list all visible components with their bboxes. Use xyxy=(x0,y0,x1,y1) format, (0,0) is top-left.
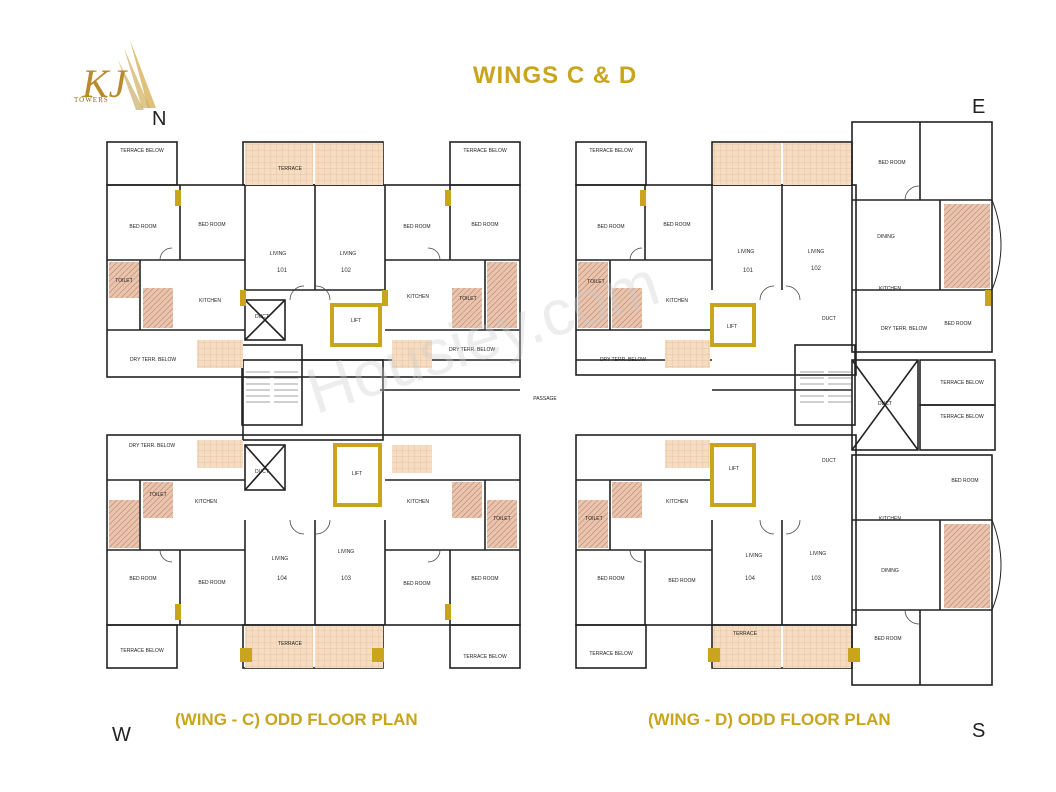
label: DRY TERR. BELOW xyxy=(600,357,646,363)
label: TOILET xyxy=(115,278,132,284)
label: LIFT xyxy=(351,318,361,324)
label: BED ROOM xyxy=(471,576,498,582)
logo-tower-graphic xyxy=(118,40,156,110)
logo-tagline: TOWERS xyxy=(74,96,109,104)
label: LIFT xyxy=(729,466,739,472)
label: KITCHEN xyxy=(666,499,688,505)
label: KITCHEN xyxy=(407,499,429,505)
label: TERRACE BELOW xyxy=(463,148,507,154)
logo-brand: KJ xyxy=(82,61,127,106)
label: DRY TERR. BELOW xyxy=(130,357,176,363)
label: LIVING xyxy=(808,249,825,255)
wing-d-caption: (WING - D) ODD FLOOR PLAN xyxy=(648,710,891,729)
label: DUCT xyxy=(822,458,836,464)
terrace-tiles xyxy=(197,143,851,668)
label: 102 xyxy=(811,266,822,272)
label: LIVING xyxy=(746,553,763,559)
gold-columns xyxy=(175,190,991,662)
label: KITCHEN xyxy=(666,298,688,304)
label: BED ROOM xyxy=(403,581,430,587)
wing-d-labels: TERRACE BELOW BED ROOM BED ROOM LIVING 1… xyxy=(585,148,984,657)
label: DINING xyxy=(877,234,895,240)
label: BED ROOM xyxy=(471,222,498,228)
label: TOILET xyxy=(459,296,476,302)
wing-c-caption: (WING - C) ODD FLOOR PLAN xyxy=(175,710,418,729)
label: TERRACE BELOW xyxy=(589,651,633,657)
toilet-hatching xyxy=(109,204,990,608)
label: DUCT xyxy=(255,314,269,320)
compass-south: S xyxy=(972,720,986,742)
label: TERRACE BELOW xyxy=(589,148,633,154)
label: 104 xyxy=(277,576,288,582)
label: BED ROOM xyxy=(668,578,695,584)
label: BED ROOM xyxy=(198,222,225,228)
label: LIFT xyxy=(352,471,362,477)
label: LIVING xyxy=(738,249,755,255)
compass-east: E xyxy=(972,96,986,118)
wing-d-walls xyxy=(575,121,996,686)
label: LIVING xyxy=(270,251,287,257)
label: TERRACE xyxy=(278,641,303,647)
label: KITCHEN xyxy=(199,298,221,304)
label: BED ROOM xyxy=(944,321,971,327)
label: TERRACE BELOW xyxy=(940,380,984,386)
label: DRY TERR. BELOW xyxy=(881,326,927,332)
label: 103 xyxy=(341,576,352,582)
door-swings xyxy=(159,185,920,625)
label: BED ROOM xyxy=(874,636,901,642)
label: 101 xyxy=(277,268,288,274)
staircases xyxy=(246,371,852,403)
label: BED ROOM xyxy=(878,160,905,166)
page-title: WINGS C & D xyxy=(472,62,638,89)
label: TERRACE BELOW xyxy=(940,414,984,420)
label: 101 xyxy=(743,268,754,274)
label: DINING xyxy=(881,568,899,574)
label: DUCT xyxy=(255,469,269,475)
label: BED ROOM xyxy=(951,478,978,484)
label: TERRACE xyxy=(733,631,758,637)
label: TOILET xyxy=(585,516,602,522)
label: DRY TERR. BELOW xyxy=(449,347,495,353)
kj-towers-logo: KJ TOWERS xyxy=(60,30,170,120)
label: TOILET xyxy=(149,492,166,498)
label: PASSAGE xyxy=(533,396,557,402)
label: LIVING xyxy=(272,556,289,562)
label: TOILET xyxy=(493,516,510,522)
label: LIVING xyxy=(810,551,827,557)
label: BED ROOM xyxy=(129,576,156,582)
wing-c-labels: TERRACE BELOW TERRACE BELOW BED ROOM BED… xyxy=(115,148,557,660)
label: TERRACE xyxy=(278,166,303,172)
compass-north: N xyxy=(152,108,167,130)
label: TERRACE BELOW xyxy=(463,654,507,660)
label: KITCHEN xyxy=(879,286,901,292)
label: BED ROOM xyxy=(597,576,624,582)
wing-d-curved-balconies xyxy=(991,199,1002,611)
label: BED ROOM xyxy=(403,224,430,230)
label: DUCT xyxy=(878,401,892,407)
lift-shafts xyxy=(330,303,756,507)
label: 102 xyxy=(341,268,352,274)
label: LIFT xyxy=(727,324,737,330)
label: LIVING xyxy=(340,251,357,257)
label: BED ROOM xyxy=(198,580,225,586)
compass-west: W xyxy=(112,724,131,746)
label: KITCHEN xyxy=(195,499,217,505)
label: DRY TERR. BELOW xyxy=(129,443,175,449)
label: BED ROOM xyxy=(129,224,156,230)
label: TOILET xyxy=(587,279,604,285)
label: 104 xyxy=(745,576,756,582)
label: TERRACE BELOW xyxy=(120,648,164,654)
label: BED ROOM xyxy=(663,222,690,228)
label: KITCHEN xyxy=(879,516,901,522)
label: BED ROOM xyxy=(597,224,624,230)
label: LIVING xyxy=(338,549,355,555)
label: DUCT xyxy=(822,316,836,322)
label: KITCHEN xyxy=(407,294,429,300)
label: 103 xyxy=(811,576,822,582)
label: TERRACE BELOW xyxy=(120,148,164,154)
